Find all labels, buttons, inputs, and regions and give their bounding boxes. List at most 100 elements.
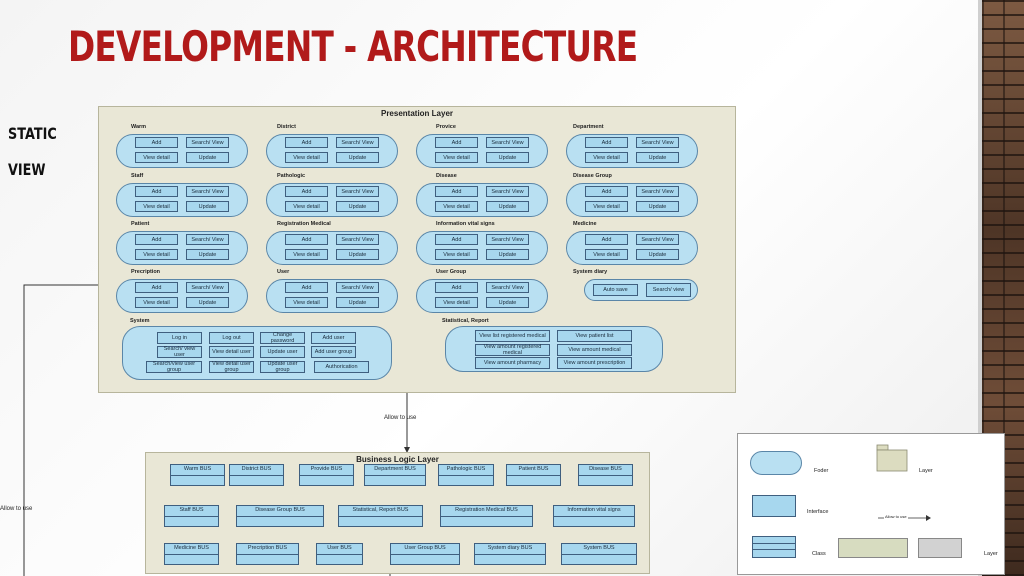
button-staff-add[interactable]: Add (135, 186, 178, 197)
button-disease-group-update[interactable]: Update (636, 201, 679, 212)
button-disease-search-view[interactable]: Search/ View (486, 186, 529, 197)
button-user-view-detail[interactable]: View detail (285, 297, 328, 308)
button-pathologic-view-detail[interactable]: View detail (285, 201, 328, 212)
button-system-diary-auto-save[interactable]: Auto save (593, 284, 638, 296)
bus-district-bus[interactable]: District BUS (229, 464, 284, 486)
button-staff-search-view[interactable]: Search/ View (186, 186, 229, 197)
button-system-search-view-user[interactable]: Search/ view user (157, 346, 202, 358)
button-system-diary-search-view[interactable]: Search/ view (646, 283, 691, 297)
button-user-update[interactable]: Update (336, 297, 379, 308)
group-label-system-diary: System diary (573, 269, 608, 275)
button-user-group-update[interactable]: Update (486, 297, 529, 308)
button-pathologic-update[interactable]: Update (336, 201, 379, 212)
button-department-add[interactable]: Add (585, 137, 628, 148)
button-user-group-search-view[interactable]: Search/ View (486, 282, 529, 293)
button-system-add-user[interactable]: Add user (311, 332, 356, 344)
button-department-view-detail[interactable]: View detail (585, 152, 628, 163)
button-system-change-password[interactable]: Change password (260, 332, 305, 344)
button-user-group-view-detail[interactable]: View detail (435, 297, 478, 308)
button-disease-group-view-detail[interactable]: View detail (585, 201, 628, 212)
bus-user-bus[interactable]: User BUS (316, 543, 363, 565)
button-provice-update[interactable]: Update (486, 152, 529, 163)
button-disease-update[interactable]: Update (486, 201, 529, 212)
bus-staff-bus[interactable]: Staff BUS (164, 505, 219, 527)
button-pathologic-add[interactable]: Add (285, 186, 328, 197)
bus-user-group-bus[interactable]: User Group BUS (390, 543, 460, 565)
button-district-update[interactable]: Update (336, 152, 379, 163)
button-system-add-user-group[interactable]: Add user group (311, 346, 356, 358)
button-medicine-add[interactable]: Add (585, 234, 628, 245)
bus-system-diary-bus[interactable]: System diary BUS (474, 543, 546, 565)
button-disease-group-search-view[interactable]: Search/ View (636, 186, 679, 197)
button-registration-medical-view-detail[interactable]: View detail (285, 249, 328, 260)
bus-warm-bus[interactable]: Warm BUS (170, 464, 225, 486)
button-user-group-add[interactable]: Add (435, 282, 478, 293)
bus-information-vital-signs[interactable]: Information vital signs (553, 505, 635, 527)
button-information-vital-signs-add[interactable]: Add (435, 234, 478, 245)
button-staff-view-detail[interactable]: View detail (135, 201, 178, 212)
button-system-authorication[interactable]: Authorication (314, 361, 369, 373)
button-warm-add[interactable]: Add (135, 137, 178, 148)
button-information-vital-signs-view-detail[interactable]: View detail (435, 249, 478, 260)
button-information-vital-signs-search-view[interactable]: Search/ View (486, 234, 529, 245)
button-report-view-list-registered-medical[interactable]: View list registered medical (475, 330, 550, 342)
button-department-search-view[interactable]: Search/ View (636, 137, 679, 148)
button-report-view-amount-prescription[interactable]: View amount prescription (557, 357, 632, 369)
button-information-vital-signs-update[interactable]: Update (486, 249, 529, 260)
button-patient-search-view[interactable]: Search/ View (186, 234, 229, 245)
button-provice-view-detail[interactable]: View detail (435, 152, 478, 163)
button-provice-add[interactable]: Add (435, 137, 478, 148)
button-registration-medical-add[interactable]: Add (285, 234, 328, 245)
button-precription-update[interactable]: Update (186, 297, 229, 308)
button-medicine-update[interactable]: Update (636, 249, 679, 260)
button-report-view-amount-pharmacy[interactable]: View amount pharmacy (475, 357, 550, 369)
button-disease-view-detail[interactable]: View detail (435, 201, 478, 212)
button-system-search-view-user-group[interactable]: Search/view user group (146, 361, 202, 373)
button-medicine-view-detail[interactable]: View detail (585, 249, 628, 260)
button-system-update-user[interactable]: Update user (260, 346, 305, 358)
button-district-search-view[interactable]: Search/ View (336, 137, 379, 148)
button-report-view-amount-medical[interactable]: View amount medical (557, 344, 632, 356)
bus-provide-bus[interactable]: Provide BUS (299, 464, 354, 486)
button-registration-medical-update[interactable]: Update (336, 249, 379, 260)
button-disease-group-add[interactable]: Add (585, 186, 628, 197)
button-warm-search-view[interactable]: Search/ View (186, 137, 229, 148)
button-patient-view-detail[interactable]: View detail (135, 249, 178, 260)
button-staff-update[interactable]: Update (186, 201, 229, 212)
button-registration-medical-search-view[interactable]: Search/ View (336, 234, 379, 245)
bus-disease-group-bus[interactable]: Disease Group BUS (236, 505, 324, 527)
button-district-view-detail[interactable]: View detail (285, 152, 328, 163)
button-system-log-in[interactable]: Log in (157, 332, 202, 344)
bus-disease-bus[interactable]: Disease BUS (578, 464, 633, 486)
button-report-view-amount-registered-medical[interactable]: View amount registered medical (475, 344, 550, 356)
button-warm-view-detail[interactable]: View detail (135, 152, 178, 163)
button-precription-search-view[interactable]: Search/ View (186, 282, 229, 293)
button-report-view-patient-list[interactable]: View patient list (557, 330, 632, 342)
button-medicine-search-view[interactable]: Search/ View (636, 234, 679, 245)
button-precription-view-detail[interactable]: View detail (135, 297, 178, 308)
bus-medicine-bus[interactable]: Medicine BUS (164, 543, 219, 565)
bus-registration-medical-bus[interactable]: Registration Medical BUS (440, 505, 533, 527)
button-system-update-user-group[interactable]: Update user group (260, 361, 305, 373)
button-provice-search-view[interactable]: Search/ View (486, 137, 529, 148)
bus-department-bus[interactable]: Department BUS (364, 464, 426, 486)
button-system-log-out[interactable]: Log out (209, 332, 254, 344)
button-warm-update[interactable]: Update (186, 152, 229, 163)
bus-system-bus[interactable]: System BUS (561, 543, 637, 565)
bus-patient-bus[interactable]: Patient BUS (506, 464, 561, 486)
group-label-disease-group: Disease Group (573, 173, 612, 179)
button-pathologic-search-view[interactable]: Search/ View (336, 186, 379, 197)
button-precription-add[interactable]: Add (135, 282, 178, 293)
bus-precription-bus[interactable]: Precription BUS (236, 543, 299, 565)
button-disease-add[interactable]: Add (435, 186, 478, 197)
button-user-search-view[interactable]: Search/ View (336, 282, 379, 293)
button-patient-update[interactable]: Update (186, 249, 229, 260)
button-system-view-detail-user-group[interactable]: View detail user group (209, 361, 254, 373)
button-patient-add[interactable]: Add (135, 234, 178, 245)
button-district-add[interactable]: Add (285, 137, 328, 148)
button-department-update[interactable]: Update (636, 152, 679, 163)
button-user-add[interactable]: Add (285, 282, 328, 293)
bus-pathologic-bus[interactable]: Pathologic BUS (438, 464, 494, 486)
button-system-view-detail-user[interactable]: View detail user (209, 346, 254, 358)
bus-statistical-report-bus[interactable]: Statistical, Report BUS (338, 505, 423, 527)
